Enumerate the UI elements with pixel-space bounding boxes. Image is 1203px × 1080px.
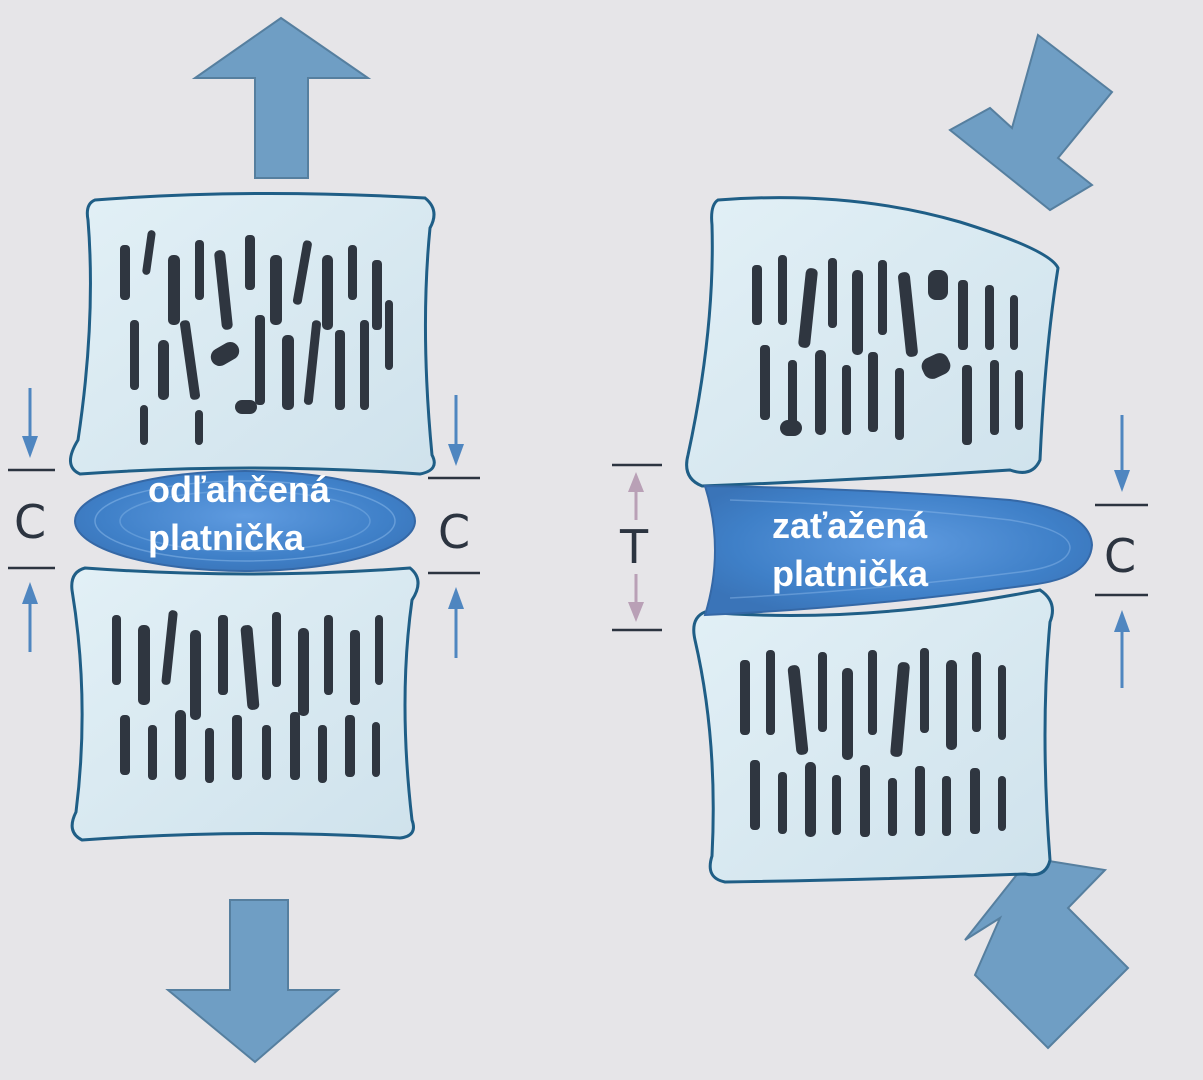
dimension-arrow-down-icon <box>448 395 464 466</box>
force-arrow-diagonal-down-left-icon <box>950 35 1112 210</box>
dimension-letter: C <box>438 505 470 559</box>
right-segment: zaťažená platnička <box>687 198 1092 882</box>
left-disc-dimension-right: C <box>428 395 480 658</box>
dimension-arrow-up-icon <box>22 582 38 652</box>
left-segment: odľahčená platnička <box>70 193 434 840</box>
dimension-letter: C <box>1104 529 1136 583</box>
right-disc-label-line1: zaťažená <box>772 505 928 546</box>
dimension-letter: T <box>619 520 649 574</box>
right-disc-dimension-right: C <box>1095 415 1148 688</box>
right-disc-label-line2: platnička <box>772 553 929 594</box>
left-lower-vertebra <box>72 568 418 840</box>
force-arrow-diagonal-up-left-icon <box>965 858 1128 1048</box>
dimension-arrow-down-icon <box>22 388 38 458</box>
dimension-arrow-up-icon <box>1114 610 1130 688</box>
left-disc-label-line2: platnička <box>148 517 305 558</box>
force-arrow-down-icon <box>168 900 338 1062</box>
left-disc-dimension-left: C <box>8 388 55 652</box>
right-disc-dimension-left: T <box>612 465 662 630</box>
dimension-arrow-down-icon <box>1114 415 1130 492</box>
dimension-arrow-up-icon <box>628 472 644 520</box>
dimension-arrow-up-icon <box>448 587 464 658</box>
left-disc-label-line1: odľahčená <box>148 469 331 510</box>
dimension-letter: C <box>14 495 46 549</box>
dimension-arrow-down-icon <box>628 574 644 622</box>
right-upper-vertebra <box>687 198 1058 486</box>
force-arrow-up-icon <box>195 18 368 178</box>
